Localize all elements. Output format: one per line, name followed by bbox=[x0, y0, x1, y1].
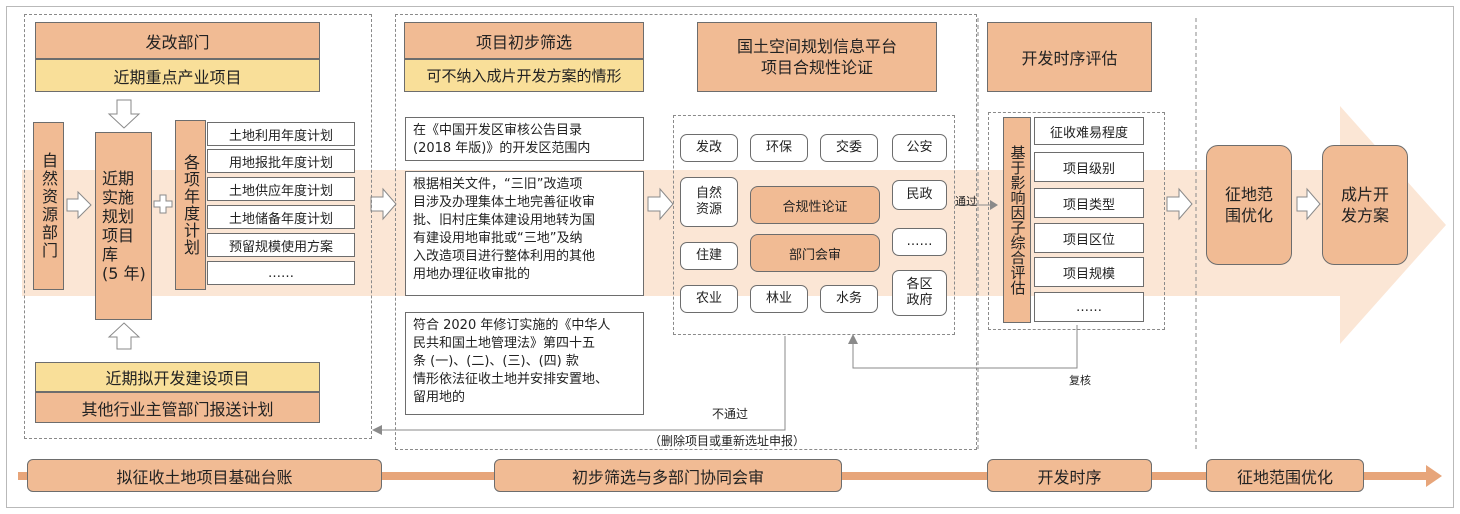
factor-item: 项目区位 bbox=[1034, 223, 1144, 253]
factor-item: 项目类型 bbox=[1034, 188, 1144, 218]
diagram-frame bbox=[6, 6, 1454, 508]
dev-plan-label: 成片开发方案 bbox=[1340, 185, 1389, 225]
plus-icon bbox=[153, 194, 173, 214]
right-arrow-3 bbox=[647, 187, 674, 221]
project-library-line-3: 规划 bbox=[102, 207, 135, 226]
departments-box bbox=[673, 115, 955, 335]
down-arrow bbox=[107, 99, 141, 129]
plan-item: 土地储备年度计划 bbox=[207, 205, 355, 229]
impact-factors-box: 基于影响因子综合评估 bbox=[1003, 117, 1031, 323]
compliance-title-line2: 项目合规性论证 bbox=[760, 58, 873, 77]
screening-case-3: 符合 2020 年修订实施的《中华人 民共和国土地管理法》第四十五 条 (一)、… bbox=[405, 312, 644, 415]
dept-gongan: 公安 bbox=[892, 134, 947, 162]
other-depts-plan-box: 其他行业主管部门报送计划 bbox=[35, 392, 320, 423]
screening-case-1: 在《中国开发区审核公告目录 (2018 年版)》的开发区范围内 bbox=[405, 117, 644, 161]
timing-factors-box bbox=[988, 112, 1165, 330]
compliance-title-line1: 国土空间规划信息平台 bbox=[736, 37, 897, 56]
dept-jiaowei: 交委 bbox=[820, 134, 878, 162]
other-depts-plan-label: 其他行业主管部门报送计划 bbox=[81, 399, 274, 419]
factor-item: 项目规模 bbox=[1034, 257, 1144, 287]
fail-line bbox=[380, 336, 786, 431]
recheck-label: 复核 bbox=[1069, 374, 1091, 387]
timeline-stage-4: 征地范围优化 bbox=[1206, 459, 1364, 492]
dept-nongye: 农业 bbox=[680, 285, 738, 313]
up-arrow bbox=[107, 322, 141, 350]
factor-item: …… bbox=[1034, 292, 1144, 322]
right-arrow-2 bbox=[370, 187, 397, 221]
right-arrow-1 bbox=[66, 190, 92, 220]
timeline-stage-1: 拟征收土地项目基础台账 bbox=[27, 459, 382, 492]
key-industry-projects-label: 近期重点产业项目 bbox=[113, 67, 242, 87]
fail-label: 不通过 bbox=[711, 406, 748, 421]
land-optimize-label: 征地范围优化 bbox=[1224, 185, 1273, 225]
natural-resources-dept-box: 自然资源部门 bbox=[33, 122, 64, 290]
compliance-title-box: 国土空间规划信息平台 项目合规性论证 bbox=[697, 22, 937, 92]
key-industry-projects-box: 近期重点产业项目 bbox=[35, 59, 320, 92]
project-library-line-6: (5 年) bbox=[102, 264, 146, 283]
dev-plan-box: 成片开发方案 bbox=[1322, 145, 1408, 265]
timing-title-box: 开发时序评估 bbox=[987, 22, 1152, 92]
plan-item: 土地供应年度计划 bbox=[207, 177, 355, 201]
screening-section-box bbox=[395, 14, 977, 450]
dev-reform-dept-label: 发改部门 bbox=[145, 32, 210, 52]
natural-resources-dept-label: 自然资源部门 bbox=[39, 152, 58, 260]
project-library-line-4: 项目 bbox=[102, 226, 135, 245]
right-arrow-6 bbox=[1296, 187, 1321, 221]
pass-label: 通过 bbox=[955, 195, 977, 208]
near-term-projects-box: 近期拟开发建设项目 bbox=[35, 362, 320, 392]
factor-item: 项目级别 bbox=[1034, 152, 1144, 182]
dept-minzheng: 民政 bbox=[892, 180, 947, 210]
dept-fagai: 发改 bbox=[680, 134, 738, 162]
project-library-line-1: 近期 bbox=[102, 169, 135, 188]
screening-case-2: 根据相关文件，“三旧”改造项 目涉及办理集体土地完善征收审 批、旧村庄集体建设用… bbox=[405, 171, 644, 296]
screening-subtitle: 可不纳入成片开发方案的情形 bbox=[426, 67, 622, 85]
impact-factors-label: 基于影响因子综合评估 bbox=[1008, 145, 1027, 295]
project-library-line-5: 库 bbox=[102, 245, 119, 264]
plan-item: 土地利用年度计划 bbox=[207, 122, 355, 146]
project-library-line-2: 实施 bbox=[102, 188, 135, 207]
screening-subtitle-box: 可不纳入成片开发方案的情形 bbox=[404, 59, 644, 92]
land-optimize-box: 征地范围优化 bbox=[1206, 145, 1292, 265]
dept-shuiwu: 水务 bbox=[820, 285, 878, 313]
plan-item: …… bbox=[207, 261, 355, 285]
dept-linye: 林业 bbox=[750, 285, 808, 313]
dept-ellipsis: …… bbox=[892, 228, 947, 256]
timing-title: 开发时序评估 bbox=[1021, 49, 1118, 68]
fail-note: （删除项目或重新选址申报） bbox=[648, 433, 805, 448]
near-term-projects-label: 近期拟开发建设项目 bbox=[105, 369, 250, 388]
dev-reform-dept-box: 发改部门 bbox=[35, 22, 320, 59]
screening-title-box: 项目初步筛选 bbox=[404, 22, 644, 59]
left-section-box bbox=[24, 14, 372, 439]
plan-item: 预留规模使用方案 bbox=[207, 233, 355, 257]
compliance-center-box: 合规性论证 bbox=[750, 186, 880, 224]
project-library-box: 近期 实施 规划 项目 库 (5 年) bbox=[95, 132, 152, 320]
annual-plans-label: 各项年度计划 bbox=[181, 154, 200, 256]
dept-ziran: 自然资源 bbox=[680, 177, 738, 227]
plan-item: 用地报批年度计划 bbox=[207, 149, 355, 173]
screening-title: 项目初步筛选 bbox=[475, 32, 572, 52]
timeline-stage-2: 初步筛选与多部门协同会审 bbox=[494, 459, 842, 492]
annual-plans-box: 各项年度计划 bbox=[175, 120, 206, 290]
dept-district: 各区政府 bbox=[892, 270, 947, 316]
timeline-stage-3: 开发时序 bbox=[987, 459, 1152, 492]
dept-huanbao: 环保 bbox=[750, 134, 808, 162]
dept-zhujian: 住建 bbox=[680, 242, 738, 270]
factor-item: 征收难易程度 bbox=[1034, 117, 1144, 145]
right-arrow-5 bbox=[1166, 187, 1193, 221]
recheck-line bbox=[852, 325, 1078, 369]
joint-review-box: 部门会审 bbox=[750, 234, 880, 272]
